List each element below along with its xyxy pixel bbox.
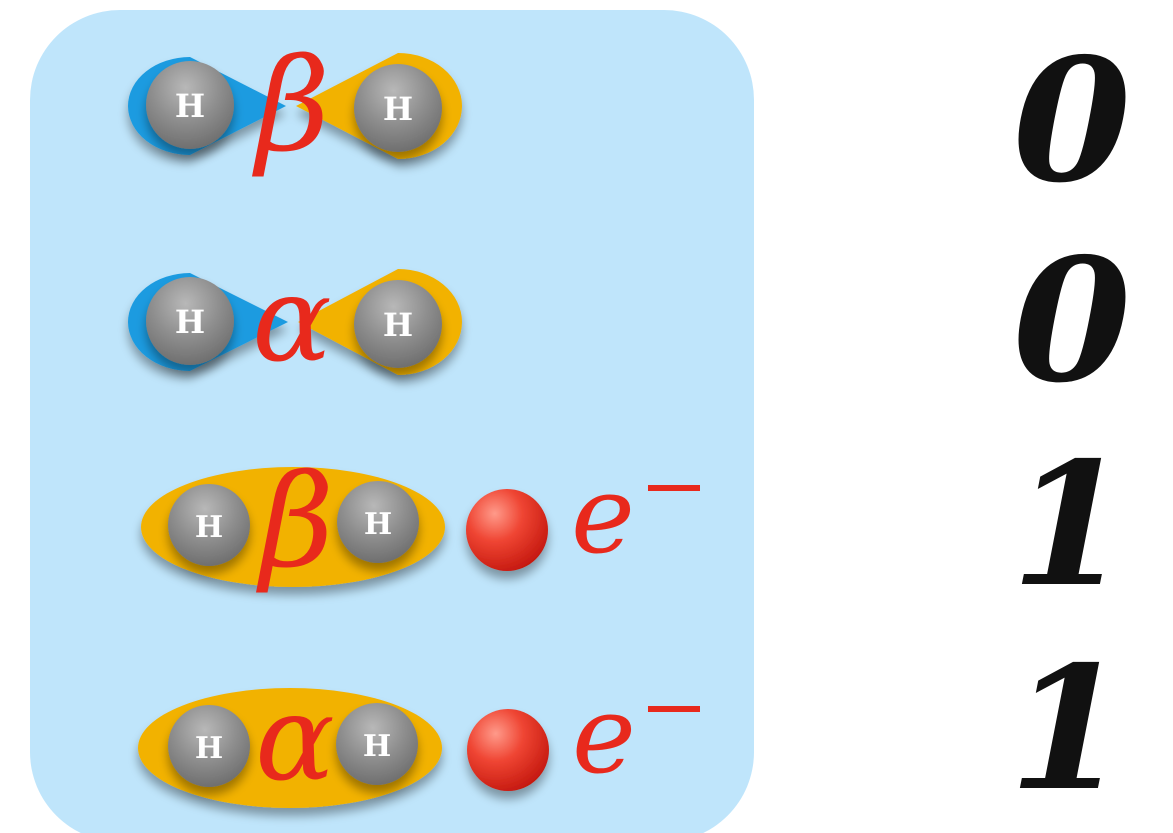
h-atom: H [168, 705, 250, 787]
atom-label: H [195, 510, 223, 545]
h-atom: H [146, 277, 234, 365]
h-atom: H [337, 481, 419, 563]
atom-label: H [364, 507, 392, 542]
h-atom: H [354, 280, 442, 368]
electron-charge [648, 706, 700, 712]
electron-icon [466, 489, 548, 571]
electron-label: e [571, 453, 635, 578]
h-atom: H [354, 64, 442, 152]
greek-symbol: α [255, 669, 335, 807]
row-value: 0 [1013, 221, 1131, 421]
atom-label: H [175, 87, 205, 125]
electron-icon [467, 709, 549, 791]
h-atom: H [168, 484, 250, 566]
h-atom: H [336, 703, 418, 785]
electron-label: e [572, 673, 636, 798]
row-value: 1 [1009, 629, 1127, 829]
atom-label: H [175, 303, 205, 341]
greek-symbol: β [256, 448, 334, 597]
greek-symbol: α [252, 250, 332, 388]
h-atom: H [146, 61, 234, 149]
row-value: 1 [1011, 425, 1129, 625]
atom-label: H [195, 731, 223, 766]
row-value: 0 [1013, 21, 1131, 221]
atom-label: H [383, 306, 413, 344]
electron-charge [648, 485, 700, 491]
atom-label: H [363, 729, 391, 764]
atom-label: H [383, 90, 413, 128]
greek-symbol: β [252, 32, 330, 181]
